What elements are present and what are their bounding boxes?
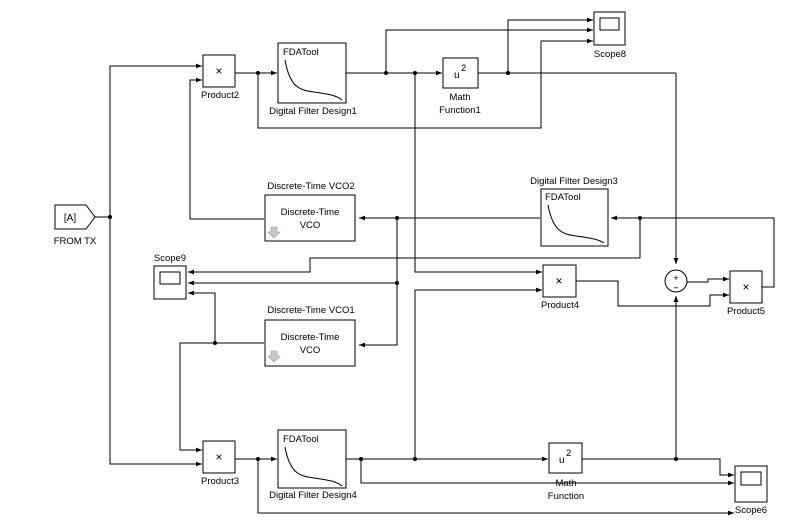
product2-label: Product2 [201, 90, 239, 101]
scope8-block[interactable]: Scope8 [593, 11, 626, 60]
vco2-block[interactable]: Discrete-Time VCO2 Discrete-Time VCO [264, 181, 356, 242]
product4-symbol: × [555, 274, 562, 288]
dfd4-tool: FDATool [283, 434, 319, 445]
math-base: u [559, 455, 565, 466]
scope6-label: Scope6 [735, 505, 767, 516]
junction-dots [108, 71, 678, 461]
digital-filter-design1-block[interactable]: FDATool Digital Filter Design1 [269, 42, 357, 117]
vco1-title: Discrete-Time VCO1 [267, 305, 354, 316]
dfd1-label: Digital Filter Design1 [269, 106, 357, 117]
from-tx-tag: [A] [64, 213, 76, 224]
dfd4-label: Digital Filter Design4 [269, 490, 357, 501]
line-fromtx-down [109, 217, 202, 467]
from-tx-block[interactable]: [A] FROM TX [54, 204, 97, 247]
vco1-line2: VCO [300, 345, 321, 356]
digital-filter-design3-block[interactable]: Digital Filter Design3 FDATool [530, 176, 618, 247]
vco2-line1: Discrete-Time [281, 207, 340, 218]
product5-label: Product5 [727, 306, 765, 317]
line-vco1-p3 [179, 342, 264, 453]
line-vco1-scope9 [188, 290, 216, 343]
line-vco2-p2 [189, 77, 264, 220]
scope9-label: Scope9 [154, 253, 186, 264]
math-exp: 2 [566, 448, 571, 459]
scope9-block[interactable]: Scope9 [153, 253, 187, 300]
product3-symbol: × [215, 450, 222, 464]
filter-response-icon [284, 59, 343, 101]
product5-block[interactable]: × Product5 [727, 270, 765, 317]
line-p3-scope6 [257, 459, 734, 516]
product4-label: Product4 [541, 300, 579, 311]
math1-exp: 2 [461, 63, 466, 74]
sum-minus: − [673, 283, 679, 294]
line-p5-scope9 [188, 218, 641, 275]
line-p2-branch [257, 38, 593, 129]
product2-block[interactable]: × Product2 [201, 54, 239, 101]
math-label-line2: Function [548, 491, 584, 502]
line-fromtx-up [109, 63, 202, 217]
filter-response-icon [284, 446, 343, 487]
digital-filter-design4-block[interactable]: FDATool Digital Filter Design4 [269, 429, 357, 501]
line-p4-p5 [576, 280, 729, 307]
math1-label-line2: Function1 [439, 105, 481, 116]
scope6-block[interactable]: Scope6 [734, 465, 768, 516]
vco1-block[interactable]: Discrete-Time VCO1 Discrete-Time VCO [264, 305, 356, 367]
product2-symbol: × [215, 64, 222, 78]
line-math-scope6 [582, 458, 734, 478]
line-dfd3-vco1 [359, 218, 398, 348]
line-math1-scope8 [507, 17, 593, 73]
math1-base: u [454, 70, 460, 81]
line-dfd4-up [414, 287, 542, 459]
line-p5-out [640, 217, 775, 288]
signal-lines [95, 17, 775, 516]
math-function1-block[interactable]: u 2 Math Function1 [439, 57, 481, 116]
vco2-title: Discrete-Time VCO2 [267, 181, 354, 192]
dfd3-tool: FDATool [545, 192, 581, 203]
sum-block[interactable]: + − [664, 269, 688, 294]
product3-label: Product3 [201, 476, 239, 487]
math-label-line1: Math [555, 478, 576, 489]
line-sum-p5 [687, 276, 729, 283]
line-dfd1-down [414, 73, 542, 275]
filter-response-icon [547, 204, 605, 244]
line-dfd4-scope6 [360, 459, 734, 486]
vco2-line2: VCO [300, 220, 321, 231]
vco1-line1: Discrete-Time [281, 332, 340, 343]
scope8-label: Scope8 [594, 49, 626, 60]
sum-plus: + [673, 273, 679, 284]
product5-symbol: × [742, 280, 749, 294]
down-arrow-icon [267, 350, 281, 363]
dfd1-tool: FDATool [283, 47, 319, 58]
from-tx-label: FROM TX [54, 236, 97, 247]
math1-label-line1: Math [449, 92, 470, 103]
product4-block[interactable]: × Product4 [541, 264, 579, 311]
math-function-block[interactable]: u 2 Math Function [548, 442, 584, 502]
down-arrow-icon [267, 226, 281, 239]
line-dfd1-scope8 [385, 27, 593, 73]
dfd3-label: Digital Filter Design3 [530, 176, 618, 187]
product3-block[interactable]: × Product3 [201, 440, 239, 487]
